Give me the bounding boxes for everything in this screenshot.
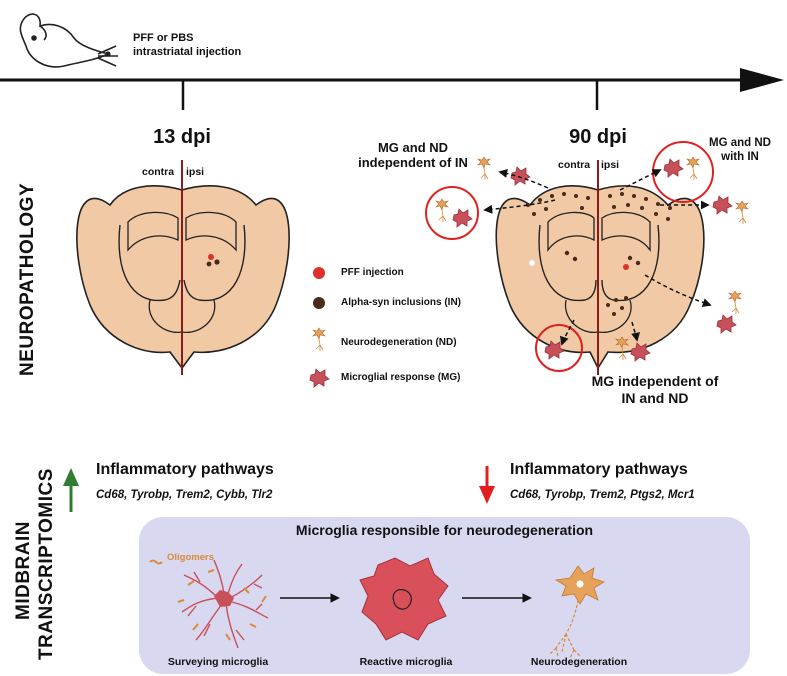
microglia-icon bbox=[716, 314, 737, 334]
microglia-body bbox=[214, 590, 234, 607]
transcriptomics-label: TRANSCRIPTOMICS bbox=[36, 468, 57, 660]
legend-label-microglia: Microglial response (MG) bbox=[341, 372, 461, 383]
callout-right-line1: MG and ND bbox=[709, 137, 771, 149]
oligomers-label: Oligomers bbox=[167, 552, 214, 563]
callout-bottom-line1: MG independent of bbox=[591, 373, 719, 389]
inclusion-dot bbox=[214, 259, 220, 265]
up-arrow-icon bbox=[63, 468, 79, 512]
up-genes: Cd68, Tyrobp, Trem2, Cybb, Tlr2 bbox=[96, 489, 273, 501]
down-pathways-title: Inflammatory pathways bbox=[510, 461, 688, 478]
callout-circle-bottom bbox=[535, 324, 583, 372]
oligomer-marks bbox=[149, 559, 267, 641]
callout-right-line2: with IN bbox=[721, 151, 759, 163]
red-dot-icon bbox=[313, 267, 325, 279]
midbrain-label: MIDBRAIN bbox=[13, 521, 34, 620]
pff-injection-dot bbox=[208, 254, 214, 260]
pff-injection-dot-90dpi bbox=[623, 264, 629, 270]
time-label-90dpi: 90 dpi bbox=[569, 126, 627, 148]
ipsi-label-90dpi: ipsi bbox=[601, 159, 620, 171]
stage-neurodegeneration-label: Neurodegeneration bbox=[530, 656, 628, 668]
up-pathways-title: Inflammatory pathways bbox=[96, 461, 274, 478]
brown-dot-icon bbox=[313, 297, 325, 309]
callout-left-line2: independent of IN bbox=[358, 155, 468, 170]
legend-label-neurodegeneration: Neurodegeneration (ND) bbox=[341, 337, 457, 348]
ipsi-label-13dpi: ipsi bbox=[186, 166, 205, 178]
callout-left-line1: MG and ND bbox=[377, 140, 449, 155]
contra-label-90dpi: contra bbox=[558, 159, 591, 171]
injection-label-line2: intrastriatal injection bbox=[133, 46, 242, 58]
neuropathology-label: NEUROPATHOLOGY bbox=[17, 182, 38, 376]
reactive-microglia-icon bbox=[359, 557, 449, 641]
callout-bottom-line2: IN and ND bbox=[621, 390, 689, 406]
timeline-arrow-head bbox=[740, 68, 784, 92]
degenerating-neuron-icon bbox=[549, 565, 605, 659]
legend-label-pff: PFF injection bbox=[341, 267, 404, 278]
faded-dot bbox=[528, 259, 536, 267]
mouse-icon bbox=[19, 13, 118, 68]
stage-surveying-label: Surveying microglia bbox=[167, 656, 269, 668]
legend-label-inclusions: Alpha-syn inclusions (IN) bbox=[341, 297, 462, 308]
dashed-arrows bbox=[483, 169, 712, 346]
microglia-icon bbox=[712, 195, 733, 215]
microglia-box-title: Microglia responsible for neurodegenerat… bbox=[295, 522, 594, 538]
contra-label-13dpi: contra bbox=[142, 166, 175, 178]
inclusion-cluster-90dpi bbox=[526, 192, 672, 316]
down-genes: Cd68, Tyrobp, Trem2, Ptgs2, Mcr1 bbox=[510, 489, 695, 501]
brain-section-13dpi bbox=[76, 160, 290, 375]
callout-circle-left bbox=[425, 186, 479, 240]
stage-reactive-label: Reactive microglia bbox=[359, 656, 453, 668]
brain-section-90dpi bbox=[495, 160, 705, 375]
neuron-icon bbox=[435, 198, 449, 223]
inclusion-dot bbox=[206, 261, 212, 267]
microglia-icon bbox=[663, 158, 684, 178]
neuron-icon bbox=[735, 200, 749, 225]
time-label-13dpi: 13 dpi bbox=[153, 126, 211, 148]
nucleus-icon bbox=[392, 589, 412, 610]
neuron-icon bbox=[312, 327, 326, 352]
microglia-icon bbox=[309, 368, 330, 388]
microglia-box bbox=[139, 517, 750, 674]
injection-label-line1: PFF or PBS bbox=[133, 32, 194, 44]
surveying-microglia-icon bbox=[181, 559, 269, 649]
microglia-icon bbox=[452, 208, 473, 228]
down-arrow-icon bbox=[479, 466, 495, 504]
neuron-icon bbox=[728, 290, 742, 315]
